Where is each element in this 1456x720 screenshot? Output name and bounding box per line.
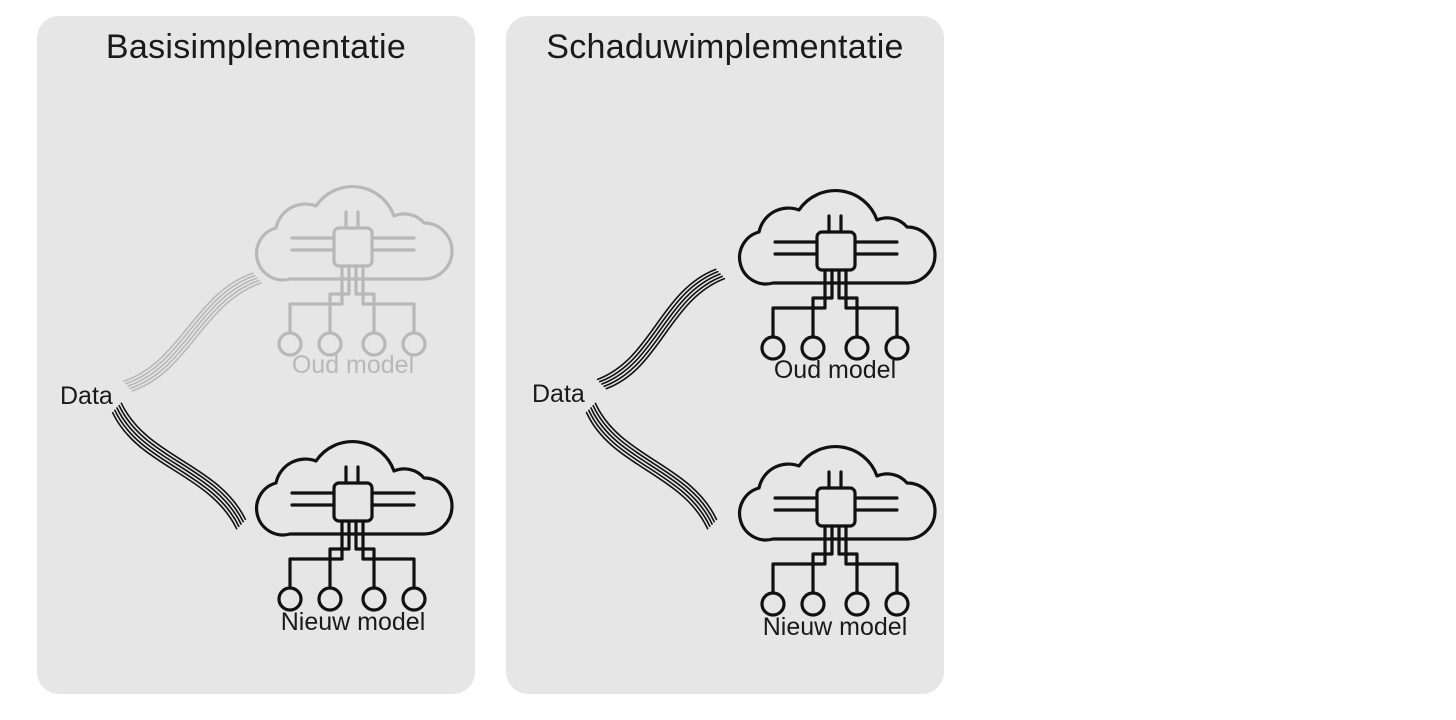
new-model-cloud-icon — [737, 444, 937, 617]
data-stream-to-new-model — [585, 402, 718, 530]
data-stream-to-new-model — [111, 402, 247, 530]
old-model-label: Oud model — [291, 351, 415, 379]
panel-basis-implementation: Basisimplementatie Data Oud model Nieuw … — [37, 16, 475, 694]
diagram-art — [585, 188, 937, 617]
new-model-label: Nieuw model — [280, 608, 426, 636]
panel-title: Schaduwimplementatie — [546, 28, 904, 66]
new-model-label: Nieuw model — [762, 613, 908, 641]
data-label: Data — [532, 380, 585, 408]
data-label: Data — [60, 382, 113, 410]
old-model-cloud-icon — [254, 184, 454, 357]
panel-title: Basisimplementatie — [105, 28, 407, 66]
panel-shadow-implementation: Schaduwimplementatie Data Oud model Nieu… — [506, 16, 944, 694]
old-model-label: Oud model — [773, 356, 897, 384]
old-model-cloud-icon — [737, 188, 937, 361]
new-model-cloud-icon — [254, 439, 454, 612]
diagram-art — [111, 184, 454, 612]
data-stream-to-old-model — [596, 268, 726, 390]
data-stream-to-old-model — [123, 272, 262, 392]
